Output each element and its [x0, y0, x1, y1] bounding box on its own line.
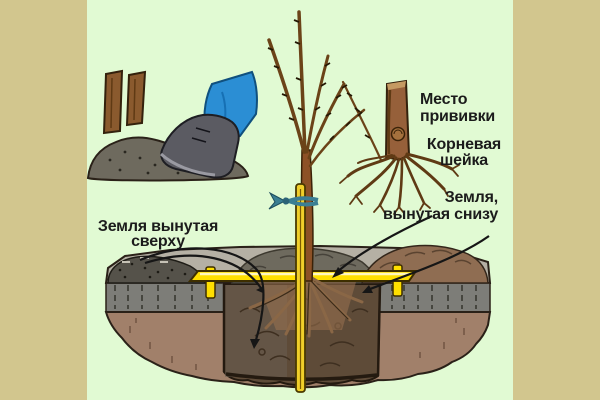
label-line: шейка [440, 152, 488, 169]
twig-buds [346, 92, 371, 139]
tree-trunk-right [125, 70, 147, 127]
label-line: вынутая снизу [383, 206, 499, 223]
topsoil-streaks [114, 285, 477, 309]
label-line: сверху [131, 233, 185, 250]
tree-tie [268, 191, 319, 210]
label-soil-from-top: Земля вынутая сверху [92, 218, 224, 250]
trunk-cut-top [387, 81, 406, 90]
label-graft-site: Место прививки [420, 91, 495, 125]
arrow-topsoil-deep [139, 247, 265, 341]
topsoil-heap-texture [118, 257, 187, 280]
label-line: прививки [420, 108, 496, 125]
pit-wall-right [376, 283, 382, 377]
branch-buds [267, 19, 363, 141]
label-line: Корневая [426, 136, 502, 153]
label-line: Земля вынутая [97, 218, 219, 235]
bark-line [110, 77, 113, 129]
trunk-shadow [387, 89, 392, 155]
arrow-topsoil-shallow [144, 254, 262, 289]
arrow-subsoil-to-roots [335, 215, 433, 274]
rootstock-roots [339, 152, 460, 215]
subsoil-heap-texture [379, 249, 472, 277]
arrow-heads [250, 267, 373, 349]
boot-sole [159, 152, 216, 177]
label-soil-from-bottom: Земля, вынутая снизу [383, 189, 498, 223]
graft-knob [390, 126, 406, 142]
foot-tamping-inset [86, 69, 258, 182]
subsoil-texture [129, 318, 465, 370]
label-line: Место [420, 91, 468, 108]
tree-trunk-left [102, 69, 124, 135]
arrow-subsoil-to-pit [369, 235, 490, 291]
label-root-collar: Корневая шейка [423, 137, 505, 169]
label-line: Земля, [444, 189, 498, 206]
boot-laces [191, 127, 211, 143]
ground-cross-section [104, 244, 492, 389]
rootstock-inset [339, 79, 460, 215]
backfill-mound-texture [249, 253, 357, 271]
root-ball [248, 276, 364, 338]
boot [160, 113, 240, 179]
graft-knob-line [393, 129, 403, 135]
hanging-twig [341, 80, 383, 162]
bark-line [133, 78, 136, 121]
soil-flow-arrows [139, 215, 490, 341]
planted-tree [267, 10, 366, 393]
